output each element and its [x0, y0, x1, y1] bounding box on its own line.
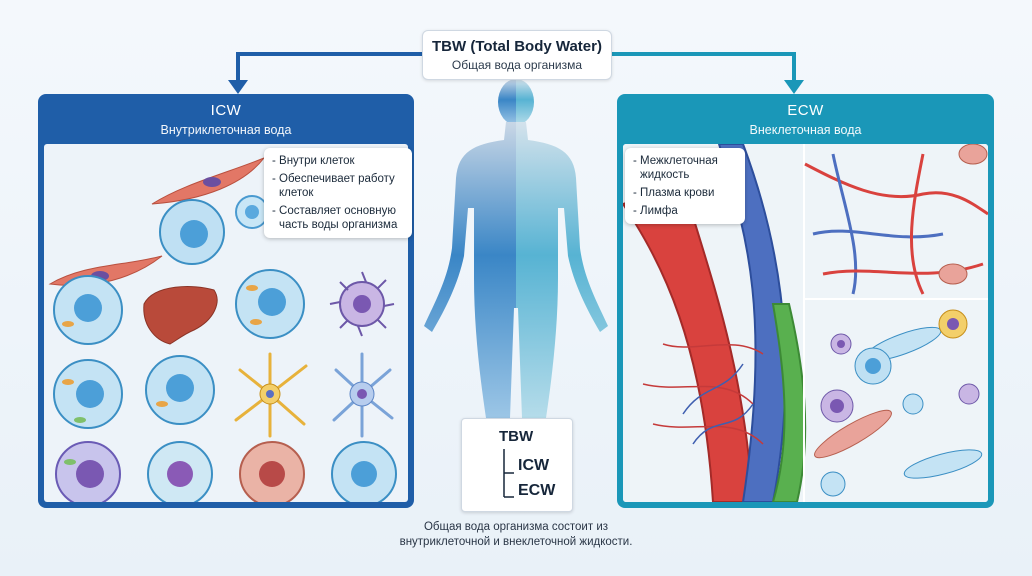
icw-note-2: - Обеспечивает работу: [272, 173, 395, 185]
icw-note-3: - Составляет основную: [272, 205, 396, 217]
legend-ecw-label: ECW: [518, 482, 556, 499]
ecw-notes-box: - Межклеточная жидкость - Плазма крови -…: [625, 148, 745, 224]
tbw-connector-arrows: [228, 52, 804, 94]
legend-tree-lines: [503, 449, 514, 498]
human-body-silhouette: [424, 79, 608, 418]
ecw-title: ECW: [787, 102, 824, 119]
ecw-note-2: - Плазма крови: [633, 187, 715, 199]
tbw-legend-box: TBW ICW ECW: [461, 418, 573, 512]
icw-panel: ICW Внутриклеточная вода: [38, 94, 414, 508]
tbw-title-box: TBW (Total Body Water) Общая вода органи…: [422, 30, 612, 80]
caption-line-2: внутриклеточной и внеклеточной жидкости.: [399, 536, 633, 548]
tbw-subtitle: Общая вода организма: [451, 58, 583, 72]
caption-line-1: Общая вода организма состоит из: [423, 521, 609, 533]
ecw-note-1: - Межклеточная: [633, 155, 718, 167]
cells-illustration: [48, 156, 397, 502]
ecw-note-1b: жидкость: [640, 169, 690, 181]
legend-icw-label: ICW: [518, 457, 550, 474]
icw-note-1: - Внутри клеток: [272, 155, 355, 167]
bottom-caption: Общая вода организма состоит из внутрикл…: [356, 520, 676, 550]
ecw-subtitle: Внеклеточная вода: [749, 123, 862, 137]
icw-title: ICW: [210, 102, 242, 119]
icw-notes-box: - Внутри клеток - Обеспечивает работу кл…: [264, 148, 412, 238]
tbw-title: TBW (Total Body Water): [432, 38, 602, 55]
vessels-illustration: [623, 144, 988, 502]
icw-note-3b: часть воды организма: [279, 219, 398, 231]
legend-root-label: TBW: [499, 428, 534, 445]
ecw-panel: ECW Внеклеточная вода: [617, 94, 994, 508]
ecw-note-3: - Лимфа: [633, 205, 678, 217]
icw-note-2b: клеток: [279, 187, 314, 199]
icw-subtitle: Внутриклеточная вода: [160, 123, 292, 137]
icw-cells-illustration: [44, 144, 408, 502]
